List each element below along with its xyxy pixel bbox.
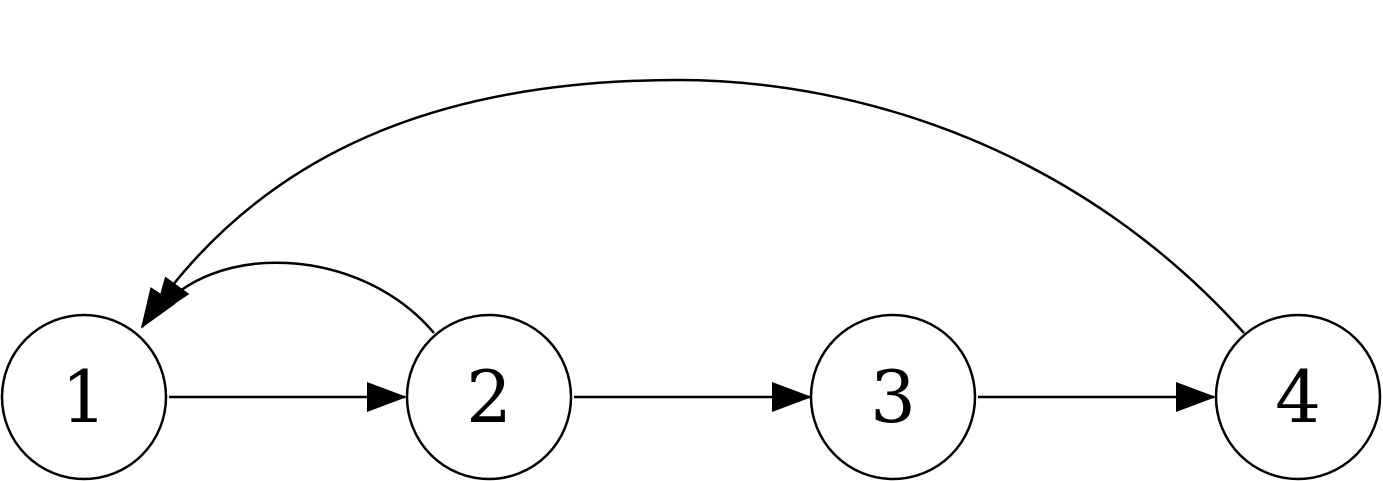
node-3: 3	[809, 313, 977, 481]
node-4: 4	[1214, 313, 1382, 481]
node-2-label: 2	[466, 355, 512, 439]
edge-4-to-1	[140, 78, 1245, 334]
edge-2-to-1	[153, 261, 435, 334]
node-4-label: 4	[1275, 355, 1321, 439]
edges-layer	[140, 78, 1245, 412]
node-1-label: 1	[61, 355, 107, 439]
node-1-circle	[0, 313, 168, 481]
node-3-circle	[809, 313, 977, 481]
node-4-circle	[1214, 313, 1382, 481]
node-3-label: 3	[870, 355, 916, 439]
node-2-circle	[405, 313, 573, 481]
node-2: 2	[405, 313, 573, 481]
node-1: 1	[0, 313, 168, 481]
